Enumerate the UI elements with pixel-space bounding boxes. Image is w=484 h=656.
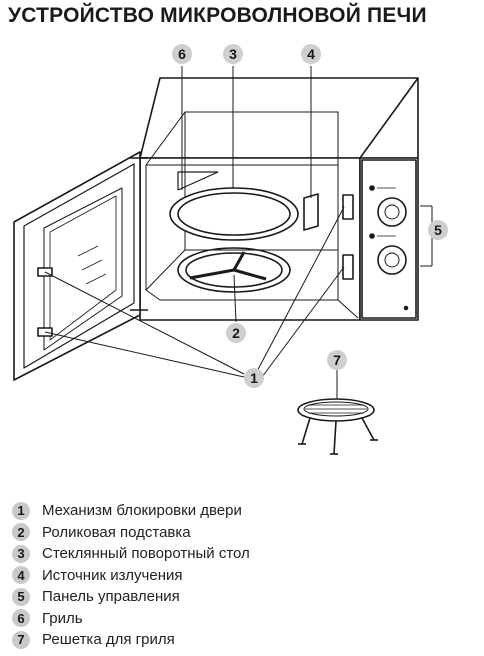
- open-door: [13, 151, 148, 381]
- callout-5: 5: [428, 220, 448, 240]
- grill-element: [177, 171, 219, 191]
- legend-label: Панель управления: [42, 588, 180, 606]
- legend-item: 7 Решетка для гриля: [12, 629, 250, 651]
- legend-label: Решетка для гриля: [42, 631, 175, 649]
- radiation-source: [303, 193, 319, 231]
- legend-item: 6 Гриль: [12, 608, 250, 630]
- callout-1: 1: [244, 368, 264, 388]
- legend-label: Источник излучения: [42, 566, 183, 584]
- legend-item: 4 Источник излучения: [12, 565, 250, 587]
- legend-item: 1 Механизм блокировки двери: [12, 500, 250, 522]
- legend-label: Роликовая подставка: [42, 523, 191, 541]
- callout-3: 3: [223, 44, 243, 64]
- legend: 1 Механизм блокировки двери 2 Роликовая …: [12, 500, 250, 651]
- legend-number: 2: [12, 523, 30, 542]
- legend-number: 7: [12, 630, 30, 649]
- legend-label: Гриль: [42, 609, 83, 627]
- callout-7: 7: [327, 350, 347, 370]
- callout-2: 2: [226, 323, 246, 343]
- legend-number: 6: [12, 609, 30, 628]
- callout-4: 4: [301, 44, 321, 64]
- legend-number: 1: [12, 501, 30, 520]
- glass-turntable: [169, 187, 299, 241]
- legend-label: Стеклянный поворотный стол: [42, 545, 250, 563]
- legend-number: 4: [12, 566, 30, 585]
- door-latch-slots: [342, 194, 354, 280]
- leader-lines: [44, 66, 433, 399]
- legend-number: 5: [12, 587, 30, 606]
- legend-item: 3 Стеклянный поворотный стол: [12, 543, 250, 565]
- page-title: УСТРОЙСТВО МИКРОВОЛНОВОЙ ПЕЧИ: [8, 4, 427, 27]
- grill-rack: [297, 398, 378, 455]
- callout-6: 6: [172, 44, 192, 64]
- legend-label: Механизм блокировки двери: [42, 502, 242, 520]
- legend-item: 2 Роликовая подставка: [12, 522, 250, 544]
- roller-support: [177, 247, 291, 293]
- legend-number: 3: [12, 544, 30, 563]
- control-panel-outline: [361, 159, 417, 319]
- legend-item: 5 Панель управления: [12, 586, 250, 608]
